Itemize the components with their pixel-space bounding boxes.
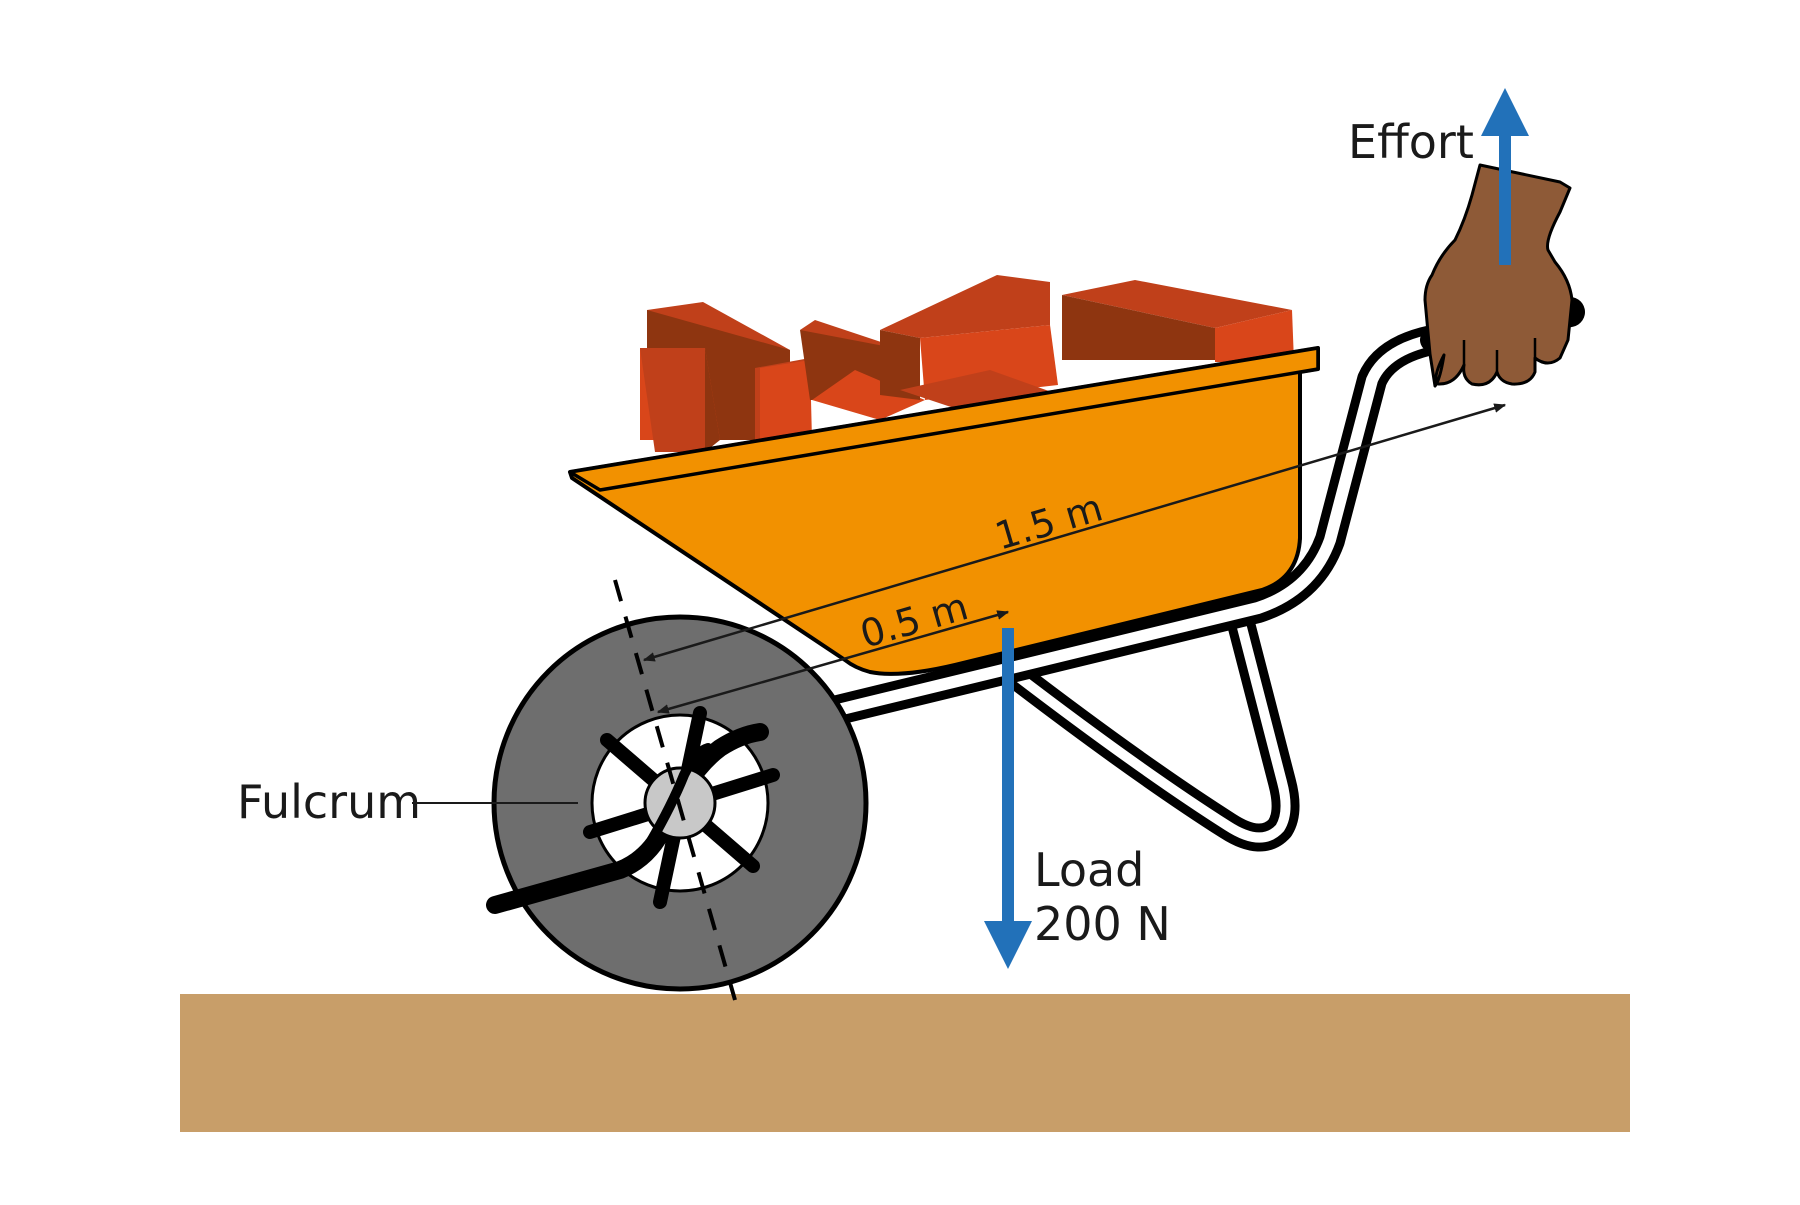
ground xyxy=(180,994,1630,1132)
effort-label: Effort xyxy=(1348,115,1474,169)
hand-gripping-handle-icon xyxy=(1423,163,1574,388)
fulcrum-label: Fulcrum xyxy=(237,775,421,829)
load-value-label: 200 N xyxy=(1034,897,1171,951)
load-label: Load xyxy=(1034,843,1144,897)
brick-pile-icon xyxy=(640,275,1294,452)
short-arm-dimension-line xyxy=(656,610,1010,714)
